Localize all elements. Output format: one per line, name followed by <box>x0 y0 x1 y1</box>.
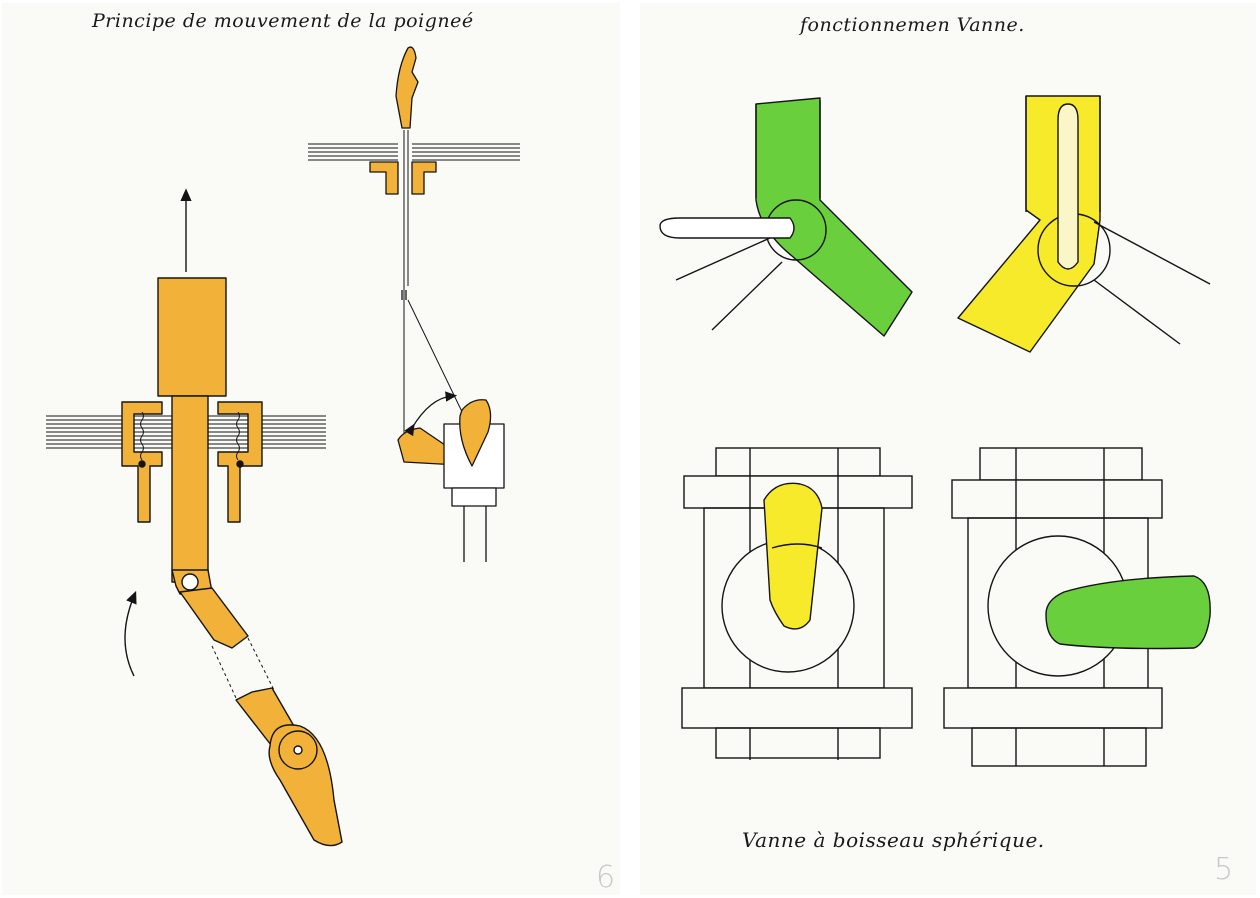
left-page-title: Principe de mouvement de la poigneé <box>92 10 474 32</box>
handle-tip <box>395 46 419 129</box>
right-sketch-page <box>640 3 1256 895</box>
handle-arm-upper <box>179 587 249 649</box>
handle-shaft <box>171 395 209 583</box>
handle-side-view <box>308 46 520 562</box>
right-page-number: 5 <box>1214 852 1234 887</box>
right-page-caption: Vanne à boisseau sphérique. <box>742 828 1045 852</box>
ball-valve-rotated <box>943 447 1211 767</box>
left-page-number: 6 <box>596 860 616 895</box>
page-gap <box>620 0 640 898</box>
yellow-lever <box>1057 103 1079 270</box>
spring-left <box>140 411 144 461</box>
handle-side-cam <box>459 399 492 467</box>
spring-right <box>236 411 240 461</box>
ball-valve-front <box>681 447 913 760</box>
arrow-rotate-indicator <box>124 590 137 677</box>
yellow-handle-front <box>763 482 823 630</box>
handle-grip <box>268 724 343 847</box>
green-handle-side <box>1045 575 1211 650</box>
mounting-plate-right <box>308 143 520 161</box>
green-lever <box>659 217 795 239</box>
right-page-title: fonctionnemen Vanne. <box>800 14 1025 36</box>
valve-top-yellow <box>957 95 1211 353</box>
valve-top-green <box>659 97 913 337</box>
handle-top-block <box>157 277 227 397</box>
handle-mechanism-section <box>46 188 343 847</box>
